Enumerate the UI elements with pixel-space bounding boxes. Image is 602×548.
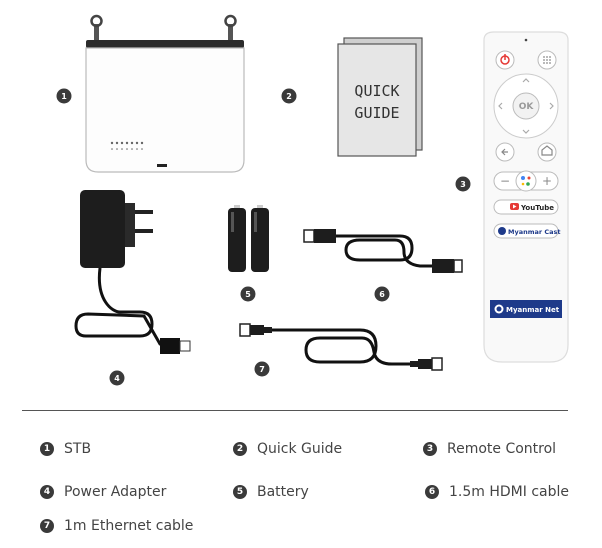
svg-text:2: 2: [286, 92, 292, 101]
legend-number: 3: [423, 442, 437, 456]
hdmi-cable-image: [303, 229, 463, 273]
legend-number: 7: [40, 519, 54, 533]
youtube-label: YouTube: [520, 204, 554, 212]
legend-item-quick-guide: 2 Quick Guide: [233, 441, 342, 457]
legend-item-battery: 5 Battery: [233, 484, 309, 500]
legend-number: 6: [425, 485, 439, 499]
divider: [22, 410, 568, 411]
badge-3: 3: [455, 176, 471, 192]
legend-label: Quick Guide: [257, 441, 343, 457]
svg-text:7: 7: [259, 365, 265, 374]
badge-2: 2: [281, 88, 297, 104]
legend-item-remote-control: 3 Remote Control: [423, 441, 556, 457]
legend-label: Power Adapter: [64, 484, 167, 500]
badge-4: 4: [109, 370, 125, 386]
quick-guide-image: QUICK GUIDE: [337, 37, 423, 157]
legend-number: 5: [233, 485, 247, 499]
guide-line1: QUICK: [354, 82, 399, 100]
ok-label: OK: [519, 102, 535, 112]
battery-image: [228, 205, 269, 272]
svg-text:−: −: [500, 174, 510, 188]
legend-number: 4: [40, 485, 54, 499]
legend-item-ethernet-cable: 7 1m Ethernet cable: [40, 518, 193, 534]
net-label: Myanmar Net: [506, 306, 560, 314]
legend-label: STB: [64, 441, 92, 457]
legend-label: Battery: [257, 484, 309, 500]
cast-label: Myanmar Cast: [508, 228, 560, 236]
legend-item-hdmi-cable: 6 1.5m HDMI cable: [425, 484, 569, 500]
legend-item-power-adapter: 4 Power Adapter: [40, 484, 166, 500]
badge-7: 7: [254, 361, 270, 377]
legend-label: Remote Control: [447, 441, 557, 457]
legend-label: 1.5m HDMI cable: [449, 484, 569, 500]
legend-number: 2: [233, 442, 247, 456]
remote-control-image: OK − + YouTube Myanmar Cast Myanmar Net: [483, 31, 569, 363]
legend-number: 1: [40, 442, 54, 456]
guide-line2: GUIDE: [354, 104, 399, 122]
svg-text:4: 4: [114, 374, 120, 383]
power-adapter-image: [74, 190, 191, 354]
svg-text:1: 1: [61, 92, 67, 101]
package-contents-illustration: 1 QUICK GUIDE 2 OK: [56, 14, 569, 386]
legend-item-stb: 1 STB: [40, 441, 91, 457]
stb-image: [85, 14, 245, 173]
badge-6: 6: [374, 286, 390, 302]
badge-5: 5: [240, 286, 256, 302]
svg-text:+: +: [542, 174, 552, 188]
svg-text:3: 3: [460, 180, 466, 189]
legend-label: 1m Ethernet cable: [64, 518, 194, 534]
svg-text:6: 6: [379, 290, 385, 299]
svg-text:5: 5: [245, 290, 251, 299]
ethernet-cable-image: [239, 323, 443, 371]
badge-1: 1: [56, 88, 72, 104]
